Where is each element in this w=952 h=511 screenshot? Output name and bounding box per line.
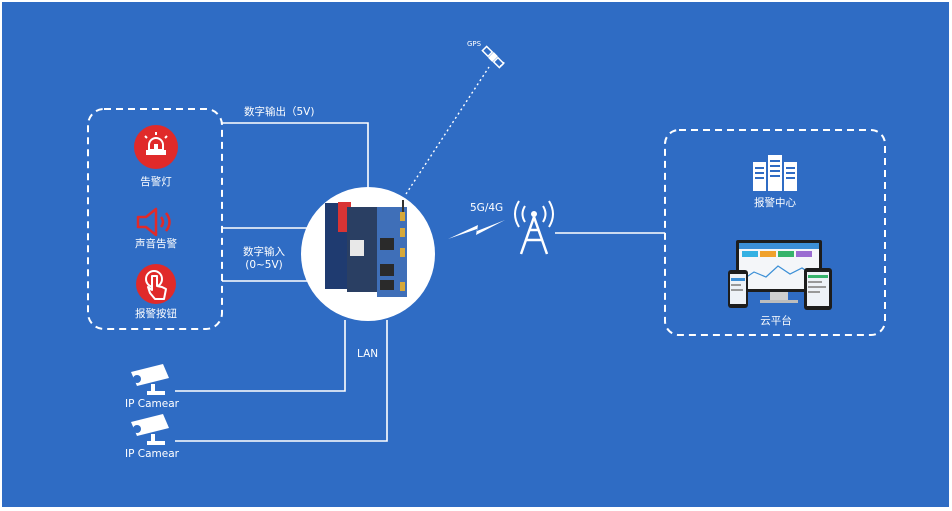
cloud-platform-icon bbox=[728, 240, 832, 310]
cloud-platform-label: 云平台 bbox=[760, 315, 792, 327]
lan-line-1 bbox=[175, 320, 346, 392]
wireless-bolt-icon bbox=[448, 220, 505, 239]
alarm-light-label: 告警灯 bbox=[140, 176, 172, 188]
sound-alarm-label: 声音告警 bbox=[135, 238, 177, 250]
digital-input-label-2: (0~5V) bbox=[245, 259, 283, 271]
alarm-center-label: 报警中心 bbox=[754, 197, 796, 209]
cellular-label: 5G/4G bbox=[470, 202, 504, 214]
alarm-button-label: 报警按钮 bbox=[135, 308, 177, 320]
alarm-button-icon bbox=[136, 264, 176, 304]
lan-label: LAN bbox=[357, 348, 379, 360]
digital-input-label-1: 数字输入 bbox=[243, 246, 285, 258]
ip-camera-label-2: IP Camear bbox=[125, 448, 179, 460]
server-icon bbox=[753, 155, 797, 191]
speaker-icon bbox=[136, 207, 171, 237]
gps-link bbox=[405, 66, 490, 195]
digital-output-line bbox=[222, 122, 369, 192]
alarm-light-icon bbox=[134, 125, 178, 169]
digital-output-label: 数字输出（5V) bbox=[244, 106, 315, 118]
ip-camera-label-1: IP Camear bbox=[125, 398, 179, 410]
router-device-icon bbox=[325, 200, 407, 297]
lan-line-2 bbox=[175, 320, 388, 442]
device-group-box bbox=[87, 108, 223, 330]
gps-label: GPS bbox=[467, 40, 482, 48]
ip-camera-icon bbox=[131, 364, 169, 395]
cell-tower-icon bbox=[514, 200, 554, 255]
ip-camera-icon bbox=[131, 414, 169, 445]
satellite-icon bbox=[481, 45, 505, 69]
remote-group-box bbox=[664, 129, 886, 336]
